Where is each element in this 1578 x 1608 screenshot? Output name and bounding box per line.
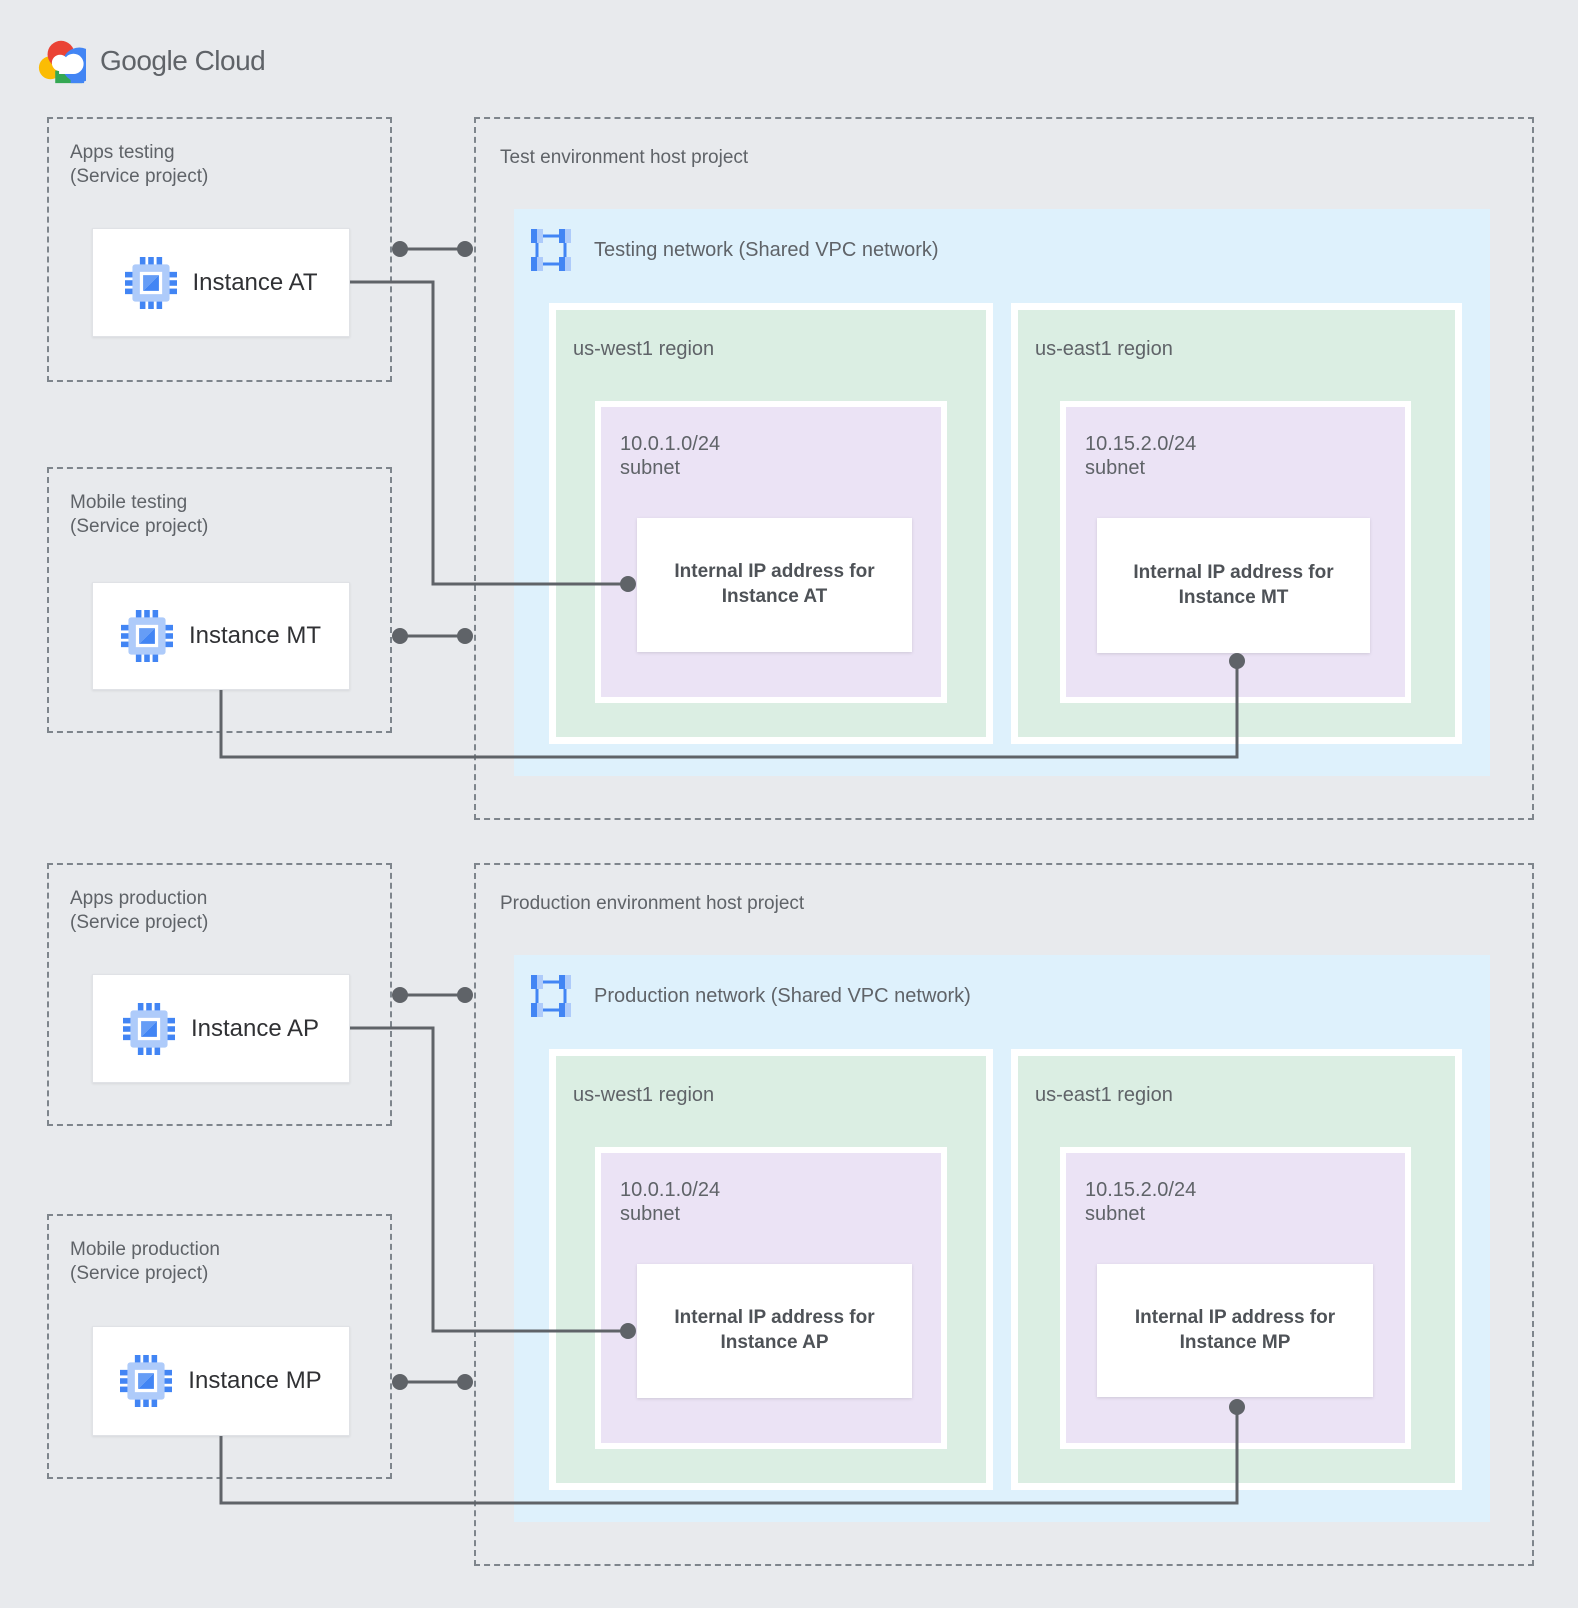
ip-line1: Internal IP address for — [1134, 1306, 1336, 1328]
service-project-label: Mobile production (Service project) — [70, 1238, 220, 1287]
compute-engine-icon — [122, 1002, 175, 1055]
internal-ip-box: Internal IP address for Instance MT — [1097, 518, 1370, 653]
apps-testing-project-box: Apps testing (Service project) Instance … — [47, 117, 392, 382]
instance-mp-card: Instance MP — [92, 1326, 350, 1436]
subnet-cidr: 10.15.2.0/24 — [1085, 433, 1197, 455]
internal-ip-box: Internal IP address for Instance MP — [1097, 1264, 1373, 1397]
connector-dot — [457, 628, 473, 644]
test-west-subnet-box: 10.0.1.0/24 subnet Internal IP address f… — [595, 401, 947, 703]
region-label: us-west1 region — [573, 1084, 715, 1106]
compute-engine-icon — [120, 610, 173, 662]
subnet-label: 10.15.2.0/24 subnet — [1085, 1179, 1196, 1226]
connector-dot — [392, 241, 408, 257]
production-network-label: Production network (Shared VPC network) — [594, 984, 971, 1007]
prod-us-east1-region-box: us-east1 region 10.15.2.0/24 subnet Inte… — [1011, 1049, 1462, 1490]
production-network-box: Production network (Shared VPC network) … — [514, 955, 1490, 1522]
service-project-title: Mobile production — [70, 1239, 220, 1260]
ip-line1: Internal IP address for — [674, 1307, 875, 1329]
mobile-testing-project-box: Mobile testing (Service project) Instanc… — [47, 467, 392, 733]
ip-line2: Instance MT — [1178, 586, 1289, 608]
google-cloud-logo-text: Google Cloud — [100, 45, 266, 76]
service-project-subtitle: (Service project) — [70, 516, 209, 538]
testing-network-label: Testing network (Shared VPC network) — [594, 238, 939, 261]
service-project-title: Mobile testing — [70, 492, 188, 513]
prod-west-subnet-box: 10.0.1.0/24 subnet Internal IP address f… — [595, 1147, 947, 1449]
subnet-word: subnet — [1085, 456, 1146, 479]
test-us-west1-region-box: us-west1 region 10.0.1.0/24 subnet Inter… — [549, 303, 993, 744]
instance-mt-card: Instance MT — [92, 582, 350, 690]
instance-label: Instance MP — [188, 1367, 322, 1394]
compute-engine-icon — [124, 256, 177, 309]
service-project-label: Apps testing (Service project) — [70, 141, 208, 190]
vpc-network-icon — [529, 974, 573, 1018]
test-host-project-title: Test environment host project — [500, 147, 749, 168]
subnet-label: 10.0.1.0/24 subnet — [620, 1179, 720, 1226]
subnet-word: subnet — [620, 1202, 681, 1225]
subnet-word: subnet — [620, 456, 681, 479]
connector-dot — [392, 987, 408, 1003]
connector-dot — [457, 1374, 473, 1390]
region-label: us-east1 region — [1035, 1084, 1173, 1106]
ip-line2: Instance MP — [1179, 1331, 1291, 1353]
region-label: us-west1 region — [573, 338, 715, 360]
service-project-subtitle: (Service project) — [70, 912, 209, 934]
google-cloud-logo: Google Cloud — [36, 36, 266, 86]
ip-line1: Internal IP address for — [674, 561, 875, 583]
connector-dot — [392, 1374, 408, 1390]
subnet-cidr: 10.0.1.0/24 — [620, 1179, 721, 1201]
ip-line2: Instance AP — [720, 1332, 829, 1353]
prod-host-project-title: Production environment host project — [500, 893, 805, 914]
instance-label: Instance MT — [188, 622, 322, 649]
subnet-label: 10.15.2.0/24 subnet — [1085, 433, 1196, 480]
test-east-subnet-box: 10.15.2.0/24 subnet Internal IP address … — [1060, 401, 1411, 703]
service-project-title: Apps testing — [70, 142, 175, 163]
connector-dot — [457, 987, 473, 1003]
testing-network-box: Testing network (Shared VPC network) us-… — [514, 209, 1490, 776]
connector-dot — [457, 241, 473, 257]
compute-engine-icon — [120, 1355, 173, 1407]
service-project-label: Mobile testing (Service project) — [70, 491, 208, 540]
service-project-title: Apps production — [70, 888, 208, 909]
test-us-east1-region-box: us-east1 region 10.15.2.0/24 subnet Inte… — [1011, 303, 1462, 744]
ip-line2: Instance AT — [721, 586, 828, 607]
subnet-word: subnet — [1085, 1202, 1146, 1225]
vpc-network-icon — [529, 228, 573, 272]
instance-label: Instance AT — [192, 268, 318, 296]
ip-line1: Internal IP address for — [1133, 561, 1334, 583]
subnet-cidr: 10.0.1.0/24 — [620, 433, 721, 455]
region-label: us-east1 region — [1035, 338, 1173, 360]
instance-label: Instance AP — [190, 1014, 320, 1042]
service-project-subtitle: (Service project) — [70, 1263, 209, 1285]
google-cloud-logo-icon — [38, 40, 86, 84]
prod-us-west1-region-box: us-west1 region 10.0.1.0/24 subnet Inter… — [549, 1049, 993, 1490]
prod-host-project-box: Production environment host project Prod… — [474, 863, 1534, 1566]
subnet-cidr: 10.15.2.0/24 — [1085, 1179, 1197, 1201]
internal-ip-box: Internal IP address for Instance AT — [637, 518, 912, 652]
service-project-subtitle: (Service project) — [70, 166, 209, 188]
subnet-label: 10.0.1.0/24 subnet — [620, 433, 720, 480]
internal-ip-box: Internal IP address for Instance AP — [637, 1264, 912, 1398]
prod-east-subnet-box: 10.15.2.0/24 subnet Internal IP address … — [1060, 1147, 1411, 1449]
mobile-production-project-box: Mobile production (Service project) Inst… — [47, 1214, 392, 1479]
service-project-label: Apps production (Service project) — [70, 887, 208, 936]
instance-ap-card: Instance AP — [92, 974, 350, 1083]
apps-production-project-box: Apps production (Service project) Instan… — [47, 863, 392, 1126]
test-host-project-box: Test environment host project Testing ne… — [474, 117, 1534, 820]
connector-dot — [392, 628, 408, 644]
instance-at-card: Instance AT — [92, 228, 350, 337]
